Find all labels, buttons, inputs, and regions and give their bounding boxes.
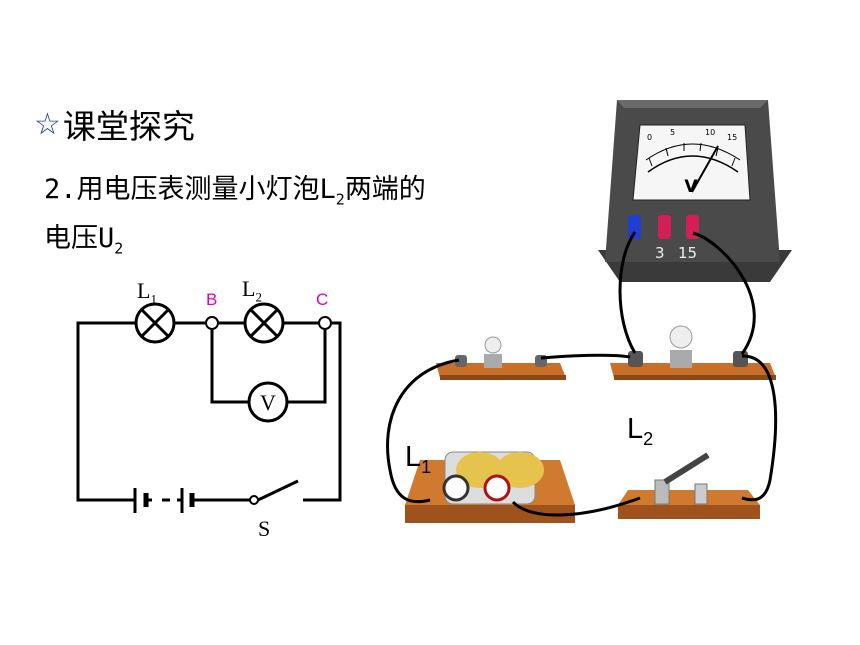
schematic-l1-label: L1 <box>137 278 157 307</box>
terminal-3 <box>658 215 671 239</box>
point-c-label: C <box>316 290 329 309</box>
voltmeter-device: V 0 5 10 15 3 15 <box>598 100 792 282</box>
switch-device <box>618 452 760 519</box>
section-title: ☆ 课堂探究 <box>34 100 195 148</box>
node-b <box>205 316 219 330</box>
voltmeter-symbol <box>247 381 289 423</box>
lamp-l2-symbol <box>243 302 285 344</box>
title-text: 课堂探究 <box>62 107 195 146</box>
battery-holder <box>405 451 575 523</box>
question-line-1: 2.用电压表测量小灯泡L2两端的 <box>44 174 426 209</box>
lamp-l1-symbol <box>134 302 176 344</box>
terminal-15-label: 15 <box>678 244 697 262</box>
terminal-negative <box>628 215 641 239</box>
schematic-l2-label: L2 <box>242 276 262 305</box>
question-text: 2.用电压表测量小灯泡L2两端的 电压U2 <box>44 170 426 269</box>
star-icon: ☆ <box>34 106 61 142</box>
scale-tick-5: 5 <box>670 128 675 137</box>
meter-v-symbol: V <box>684 177 698 197</box>
lamp-board-1 <box>436 336 566 380</box>
scale-tick-0: 0 <box>647 133 652 142</box>
scale-tick-15: 15 <box>727 133 737 142</box>
switch-label: S <box>258 516 271 541</box>
apparatus-l1-label: L1 <box>405 441 432 477</box>
question-line-2: 电压U2 <box>44 223 124 258</box>
terminal-3-label: 3 <box>655 244 665 262</box>
node-c <box>318 316 332 330</box>
wires <box>386 231 778 517</box>
scale-tick-10: 10 <box>705 128 715 137</box>
switch-pivot <box>249 495 259 505</box>
voltmeter-label: V <box>260 390 276 415</box>
point-b-label: B <box>206 290 218 309</box>
apparatus-l2-label: L2 <box>627 413 654 449</box>
